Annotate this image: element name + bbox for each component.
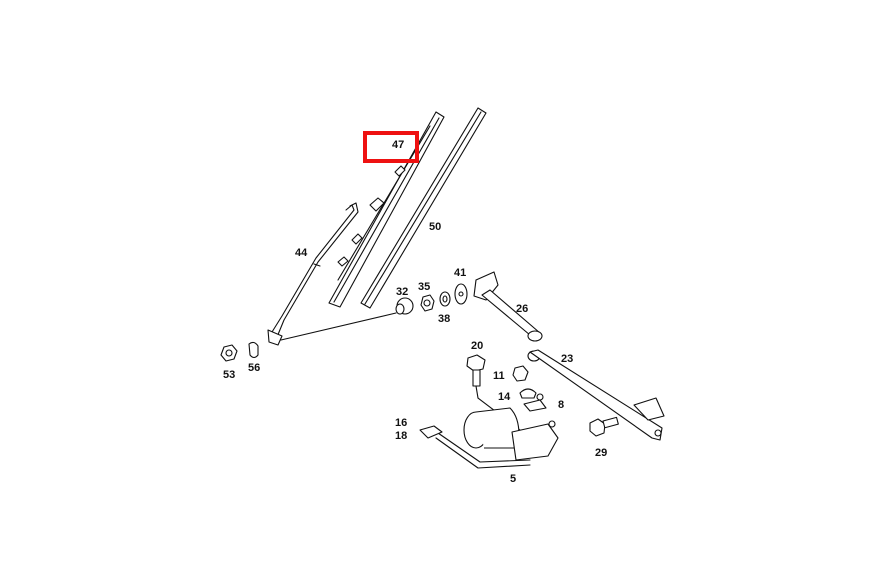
label-35[interactable]: 35 bbox=[418, 281, 431, 293]
label-32[interactable]: 32 bbox=[396, 286, 409, 298]
part-20-bolt[interactable] bbox=[466, 354, 521, 431]
label-23[interactable]: 23 bbox=[561, 353, 574, 365]
label-14[interactable]: 14 bbox=[498, 391, 511, 403]
part-35-nut[interactable] bbox=[420, 294, 435, 312]
label-5[interactable]: 5 bbox=[510, 473, 517, 485]
part-50-rubber-strip[interactable] bbox=[360, 107, 487, 309]
part-53-nut[interactable] bbox=[220, 344, 238, 362]
label-26[interactable]: 26 bbox=[516, 303, 529, 315]
part-44-wiper-arm[interactable] bbox=[267, 202, 359, 346]
part-16-18-connector[interactable] bbox=[419, 425, 443, 439]
part-23-linkage[interactable] bbox=[527, 349, 665, 441]
label-11[interactable]: 11 bbox=[493, 370, 505, 382]
label-44[interactable]: 44 bbox=[295, 247, 308, 259]
label-50[interactable]: 50 bbox=[429, 221, 442, 233]
label-8[interactable]: 8 bbox=[558, 399, 565, 411]
part-38-washer[interactable] bbox=[439, 291, 451, 307]
part-14-bracket[interactable] bbox=[519, 388, 537, 399]
part-32-bushing[interactable] bbox=[395, 297, 414, 315]
label-47[interactable]: 47 bbox=[392, 139, 405, 151]
part-41-washer[interactable] bbox=[454, 283, 468, 305]
label-41[interactable]: 41 bbox=[454, 267, 467, 279]
leader-line-44-32 bbox=[280, 312, 397, 341]
part-8-clip[interactable] bbox=[523, 393, 547, 412]
part-26-linkage[interactable] bbox=[473, 271, 543, 342]
label-20[interactable]: 20 bbox=[471, 340, 484, 352]
label-38[interactable]: 38 bbox=[438, 313, 451, 325]
part-56-cap[interactable] bbox=[248, 341, 259, 359]
label-29[interactable]: 29 bbox=[595, 447, 608, 459]
label-53[interactable]: 53 bbox=[223, 369, 236, 381]
part-29-bolt[interactable] bbox=[589, 416, 619, 437]
label-18[interactable]: 18 bbox=[395, 430, 408, 442]
label-16[interactable]: 16 bbox=[395, 417, 408, 429]
part-5-motor[interactable] bbox=[435, 407, 559, 469]
part-11-nut[interactable] bbox=[512, 365, 529, 382]
label-56[interactable]: 56 bbox=[248, 362, 261, 374]
highlight-box-47 bbox=[363, 131, 419, 163]
